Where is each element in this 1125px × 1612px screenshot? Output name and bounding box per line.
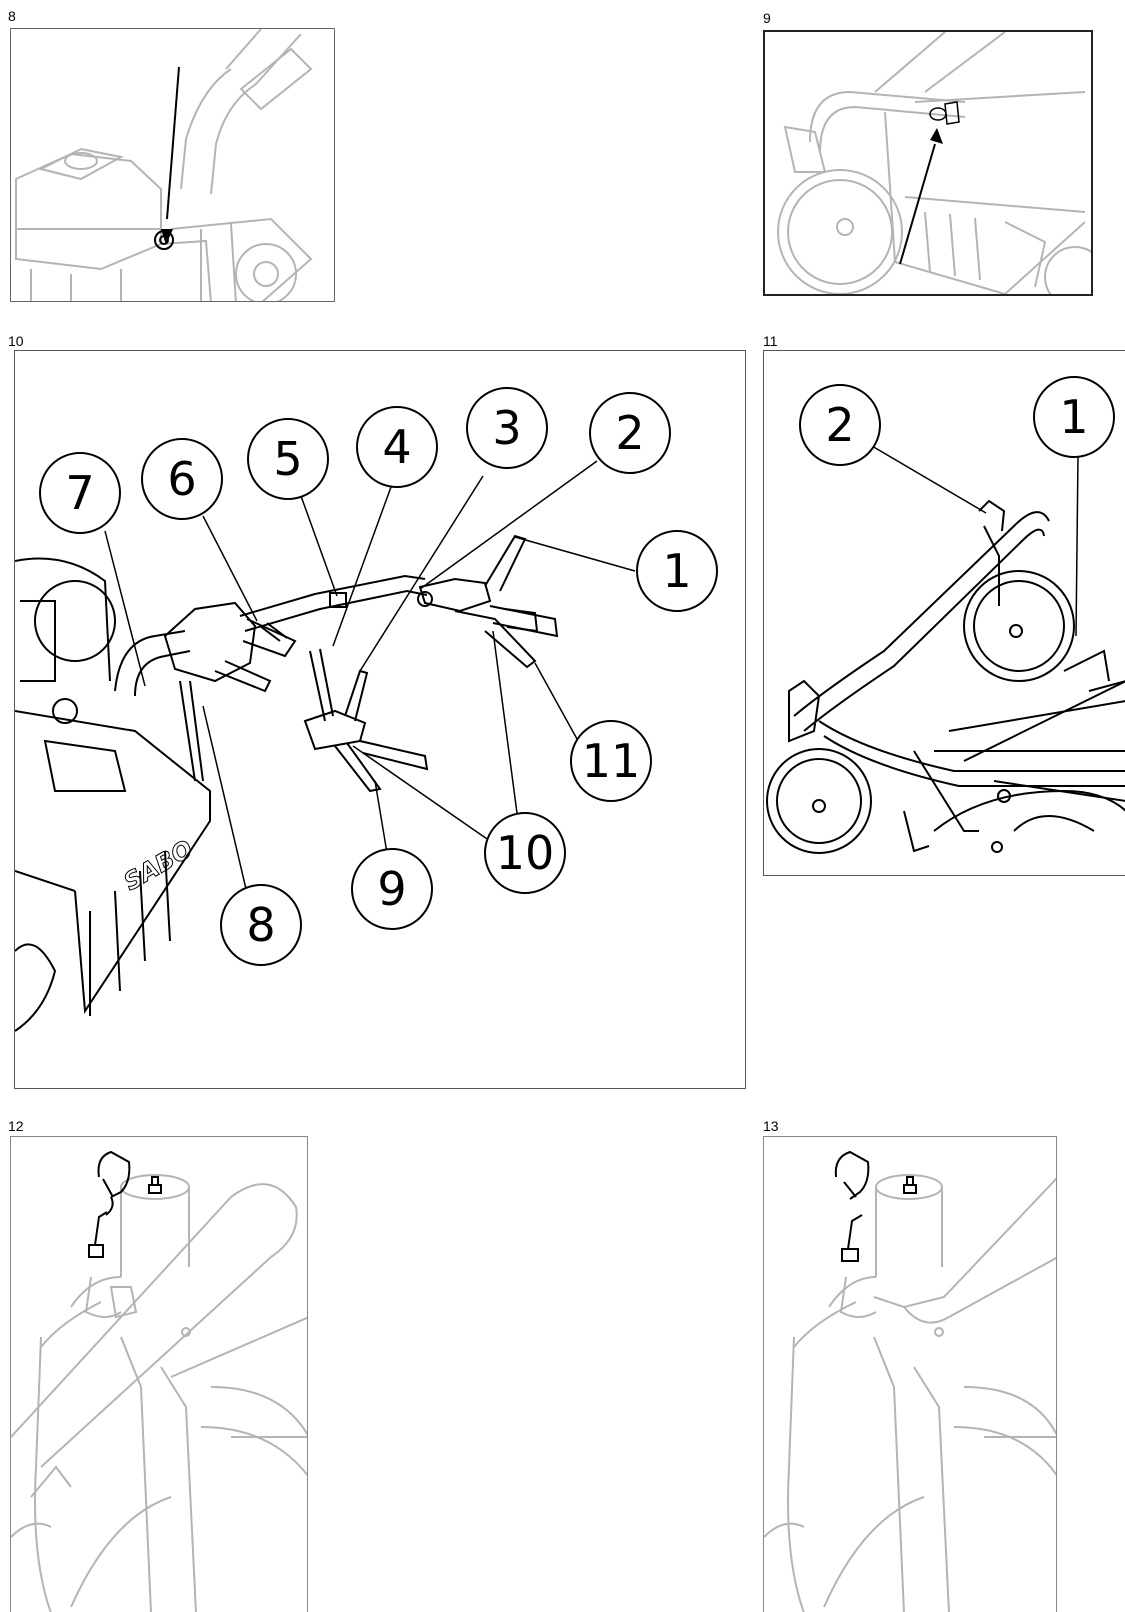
callout-9: 9 <box>377 862 406 916</box>
figure-8-number: 8 <box>8 8 16 24</box>
figure-9-number: 9 <box>763 10 771 26</box>
figure-12-panel <box>10 1136 308 1612</box>
figure-9-illustration <box>777 32 1091 294</box>
figure-8-illustration <box>15 29 313 301</box>
callout-10: 10 <box>496 826 555 880</box>
callout-8: 8 <box>246 898 275 952</box>
figure-11-callout-1: 1 <box>1059 390 1088 444</box>
figure-11-panel: 2 1 <box>763 350 1125 876</box>
callout-3: 3 <box>492 401 521 455</box>
callout-7: 7 <box>65 466 94 520</box>
figure-10-number: 10 <box>8 333 24 349</box>
callout-4: 4 <box>382 420 411 474</box>
figure-11-callout-2: 2 <box>825 398 854 452</box>
figure-10-panel: SABO 1 2 3 4 5 6 7 8 9 10 11 <box>14 350 746 1089</box>
figure-9-panel <box>763 30 1093 296</box>
callout-1: 1 <box>662 544 691 598</box>
figure-13-number: 13 <box>763 1118 779 1134</box>
logo-text: SABO <box>119 835 198 897</box>
figure-10-illustration: SABO 1 2 3 4 5 6 7 8 9 10 11 <box>15 387 718 1032</box>
figure-11-illustration: 2 1 <box>766 376 1125 854</box>
figure-8-panel <box>10 28 335 302</box>
callout-2: 2 <box>615 406 644 460</box>
figure-13-panel <box>763 1136 1057 1612</box>
figure-13-illustration <box>764 1150 1056 1612</box>
figure-11-number: 11 <box>763 333 778 349</box>
callout-5: 5 <box>273 432 302 486</box>
callout-6: 6 <box>167 452 196 506</box>
callout-11: 11 <box>582 734 641 788</box>
figure-12-number: 12 <box>8 1118 24 1134</box>
figure-12-illustration <box>11 1150 307 1612</box>
